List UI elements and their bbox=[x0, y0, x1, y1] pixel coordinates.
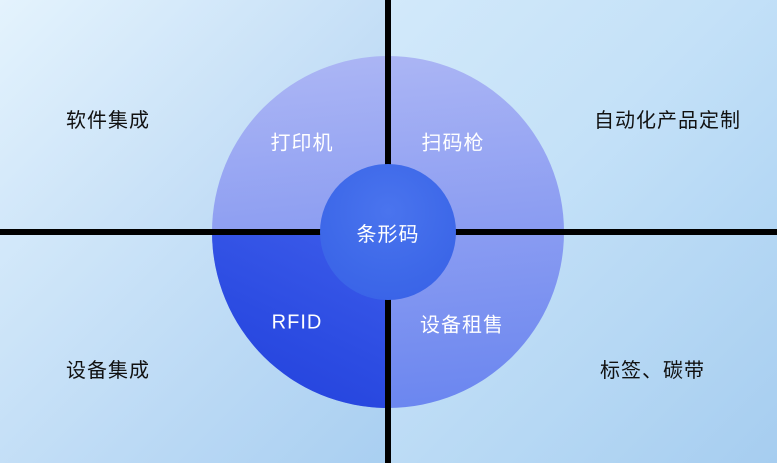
center-label: 条形码 bbox=[356, 223, 420, 246]
ring-segment-label-rfid: RFID bbox=[271, 311, 323, 334]
ring-segment-label-printer: 打印机 bbox=[270, 132, 334, 155]
outer-label-software-integration: 软件集成 bbox=[66, 110, 150, 132]
center-circle: 条形码 bbox=[320, 164, 456, 300]
ring-segment-label-equipment-rental: 设备租售 bbox=[420, 314, 504, 337]
ring-segment-label-scanner: 扫码枪 bbox=[421, 132, 485, 155]
outer-label-automation-customization: 自动化产品定制 bbox=[594, 110, 741, 132]
outer-label-labels-ribbons: 标签、碳带 bbox=[600, 360, 705, 382]
outer-label-equipment-integration: 设备集成 bbox=[66, 360, 150, 382]
